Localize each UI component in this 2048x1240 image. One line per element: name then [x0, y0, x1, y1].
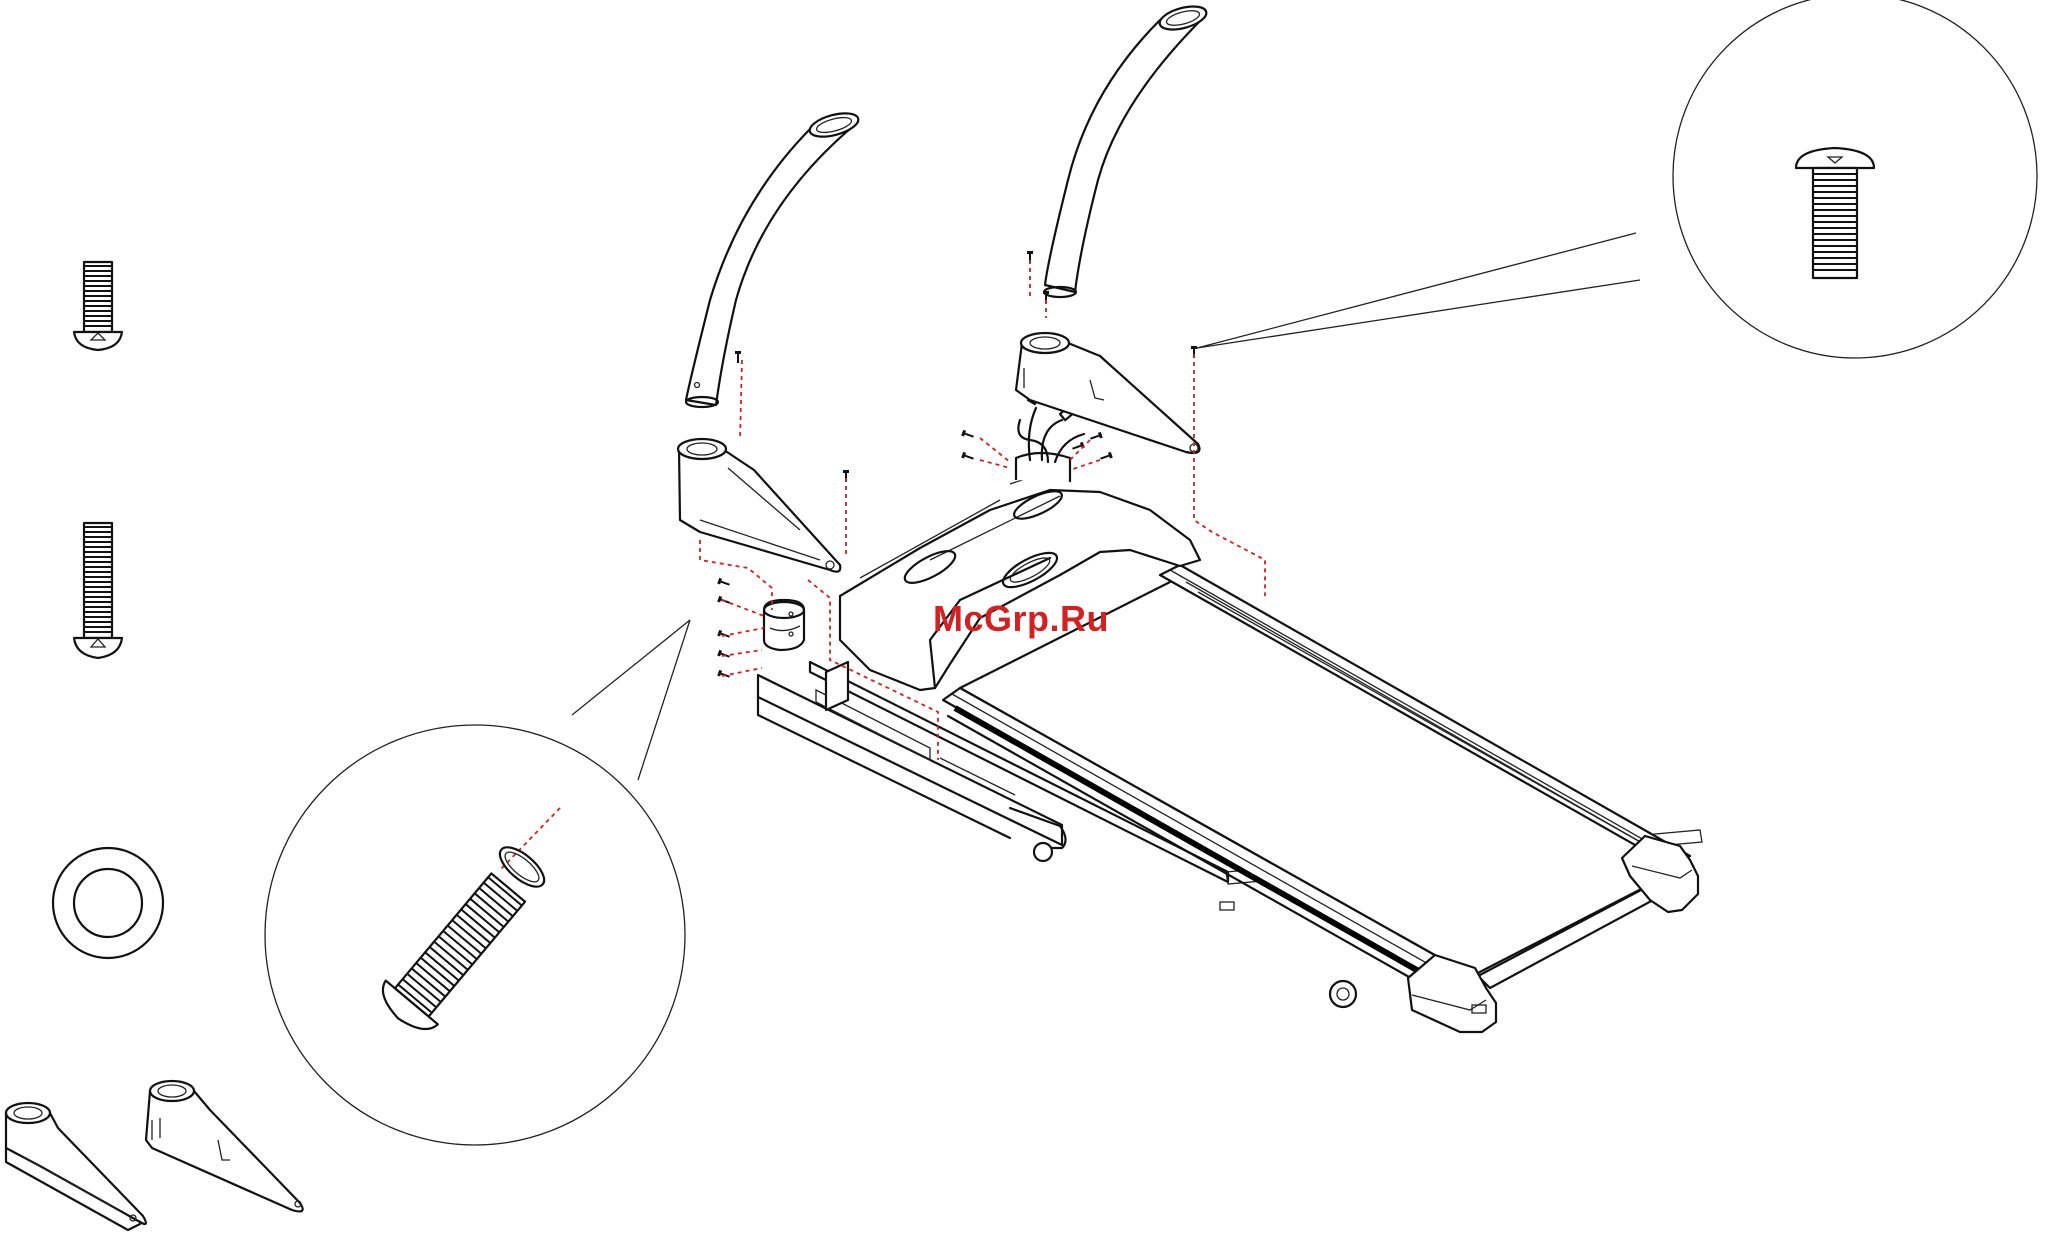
small-screw — [717, 670, 730, 680]
small-screw — [717, 650, 730, 660]
right-upright-bracket — [1016, 333, 1200, 453]
bolt-washer-detail-callout — [265, 620, 690, 1145]
small-screw — [961, 452, 974, 462]
washer-part — [53, 848, 163, 958]
small-screw — [717, 578, 730, 588]
front-left-upright-base — [764, 600, 804, 650]
upright-bracket-right-part — [146, 1081, 303, 1211]
right-upright-tube — [1044, 2, 1209, 297]
small-screw — [961, 430, 974, 440]
small-screw — [1089, 432, 1102, 442]
small-screw — [735, 351, 741, 363]
left-upright-bracket — [678, 439, 840, 572]
small-screw — [717, 630, 730, 640]
long-screw-part — [74, 523, 122, 658]
small-screw — [1099, 452, 1112, 462]
screw-detail-callout — [1197, 0, 2037, 358]
upright-bracket-left-part — [6, 1103, 146, 1230]
short-screw-part — [74, 262, 122, 350]
watermark-text: McGrp.Ru — [933, 598, 1109, 640]
left-upright-tube — [686, 109, 861, 407]
